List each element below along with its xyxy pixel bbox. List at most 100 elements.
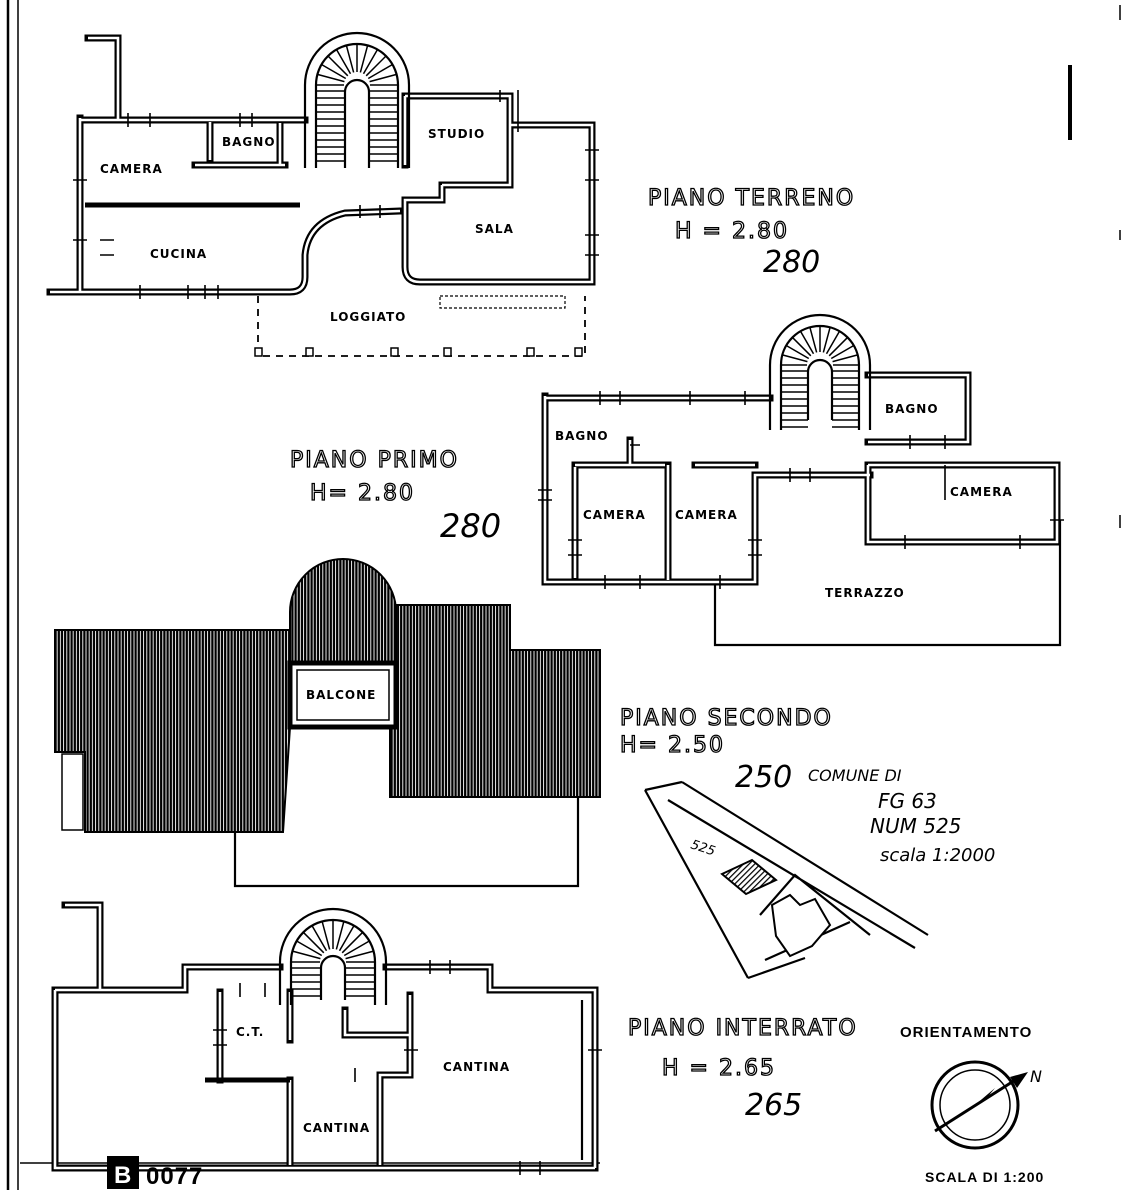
balcone-inner [296,669,390,721]
plan-piano-secondo: BALCONE PIANO SECONDO H= 2.50 250 [54,558,833,888]
stair-step [338,925,355,952]
compass-inner-ring [939,1069,1011,1141]
stair-step [362,49,379,75]
stair-step [345,950,374,960]
room-label: CANTINA [443,1060,510,1074]
room-label: CUCINA [150,247,207,261]
roof-dome [289,558,397,666]
orientation-label: ORIENTAMENTO [900,1024,1032,1041]
building-outline [770,893,832,958]
stair-step [367,63,393,80]
loggiato-outline [257,296,586,357]
stamp-box [107,1156,139,1189]
window-ticks [73,90,599,299]
roof-notch [61,753,84,831]
stamp-letter: B [114,1162,132,1189]
stair-step [292,950,321,960]
numero-label: NUM 525 [870,814,961,838]
room-label: STUDIO [428,127,485,141]
stamp-number: 0077 [146,1163,203,1190]
floor-height: H = 2.65 [662,1056,776,1081]
stair-step [341,931,364,954]
room-label: CANTINA [303,1121,370,1135]
stair-step [311,925,328,952]
stair-step [335,49,352,75]
stair-step [327,55,349,77]
staircase [303,31,411,168]
floor-title: PIANO INTERRATO [628,1016,858,1041]
floor-title: PIANO SECONDO [620,706,833,731]
stair-step [302,931,325,954]
floor-height-value: 280 [763,245,820,280]
building-hatched [720,858,778,896]
room-label: SALA [475,222,514,236]
parcel-number: 525 [689,838,717,860]
floor-height-value: 250 [735,760,792,795]
plan-piano-terreno: CAMERA BAGNO STUDIO SALA CUCINA LOGGIATO… [50,31,855,357]
loggiato-pillars [254,347,583,357]
north-arrow-icon [934,1075,1021,1133]
stair-step [809,327,818,353]
roof-right [389,604,601,798]
compass-icon [930,1060,1020,1150]
roof-left [54,629,291,833]
stair-step [335,921,345,950]
sheet-border [6,0,1121,1190]
stair-step [782,354,808,363]
room-label: BAGNO [222,135,276,149]
room-label: CAMERA [100,162,163,176]
window-ticks [538,391,1064,589]
room-label: CAMERA [583,508,646,522]
stair-step [825,330,841,355]
comune-label: COMUNE DI [808,766,902,785]
room-label: LOGGIATO [330,310,406,324]
document-stamp: B 0077 [107,1156,203,1190]
planter-strip [439,295,566,309]
stair-step [345,45,355,73]
room-label: BALCONE [306,688,376,702]
stair-step [321,63,347,80]
lower-outline [233,797,580,888]
room-label: BAGNO [555,429,609,443]
foglio-label: FG 63 [878,789,937,813]
stair-step [799,330,815,355]
room-label: C.T. [236,1025,264,1039]
floor-height: H= 2.80 [310,481,415,506]
north-arrowhead [1010,1072,1028,1088]
window-ticks [213,960,602,1175]
stair-step [365,55,387,77]
room-label: TERRAZZO [825,586,905,600]
floor-height: H= 2.50 [620,733,725,758]
stair-step [785,344,810,360]
room-label: CAMERA [675,508,738,522]
cadastral-map: 525 COMUNE DI FG 63 NUM 525 scala 1:2000 [644,766,995,980]
floor-height-value: 280 [440,507,501,545]
cadastral-scale: scala 1:2000 [880,845,995,866]
drawing-scale: SCALA DI 1:200 [925,1169,1044,1185]
staircase [278,907,388,1005]
stair-step [832,354,858,363]
stair-step [822,327,831,353]
stair-step [830,344,855,360]
stair-step [321,921,331,950]
plan-piano-primo: BAGNO BAGNO CAMERA CAMERA CAMERA TERRAZZ… [289,313,1064,647]
stair-step [828,336,849,357]
room-label: CAMERA [950,485,1013,499]
stair-step [791,336,812,357]
staircase [768,313,872,430]
balcone-box [287,660,399,730]
floor-height-value: 265 [745,1088,802,1123]
parcel-boundary [644,780,929,980]
north-label: N [1030,1067,1042,1086]
floor-title: PIANO TERRENO [648,186,855,211]
terrazzo-outline [713,520,1062,647]
floor-title: PIANO PRIMO [290,448,459,473]
stair-step [317,73,345,83]
stair-step [343,940,370,957]
orientation-block: ORIENTAMENTO N SCALA DI 1:200 [900,1024,1044,1185]
compass-needle [975,1088,995,1105]
floor-height: H = 2.80 [675,219,789,244]
stair-step [296,940,323,957]
stair-step [359,45,369,73]
